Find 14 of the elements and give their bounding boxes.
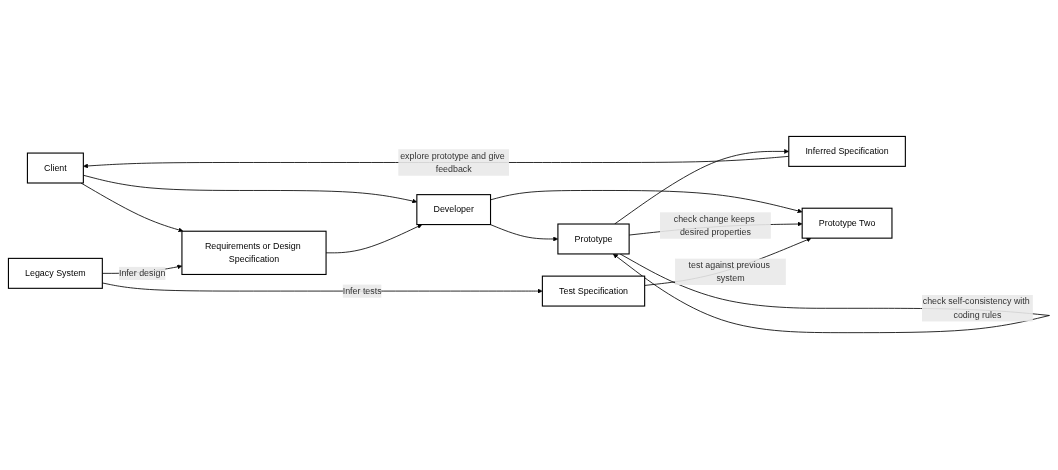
node-box: Client [26,152,84,184]
edge-label: test against previous system [688,260,770,284]
node-box: Legacy System [7,258,103,290]
edge-label: Infer tests [342,286,382,296]
node-box: Inferred Specification [788,136,906,168]
edge-label: explore prototype and give feedback [400,151,505,175]
node-box: Prototype Two [801,208,893,240]
node-box: Developer [416,194,492,226]
edge-label: check change keeps desired properties [673,214,755,238]
node-box: Prototype [557,223,630,255]
edge-label: Infer design [118,268,166,279]
node-box: Requirements or Design Specification [181,231,327,276]
edge-label: check self-consistency with coding rules [922,297,1030,320]
node-box: Test Specification [541,276,646,308]
